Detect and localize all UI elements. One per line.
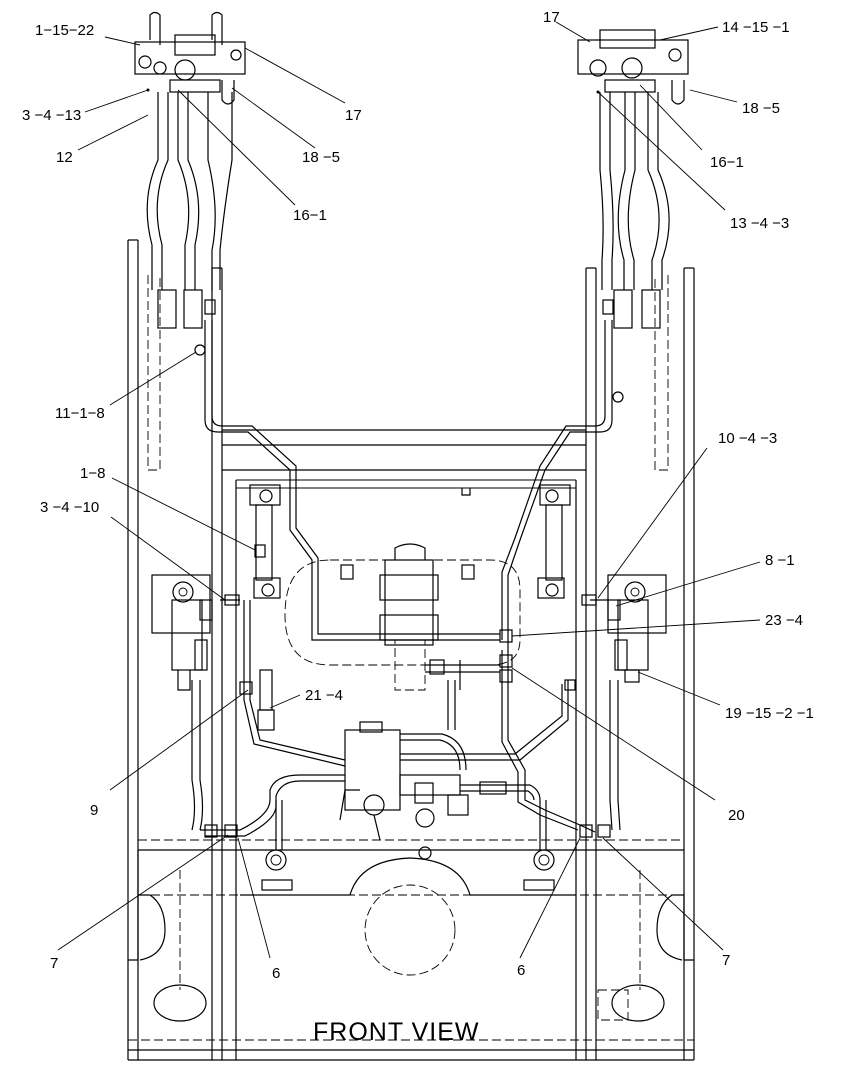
callout-18-5-right: 18 −5 <box>742 100 780 117</box>
hydraulic-lines <box>191 320 621 850</box>
callout-1-8: 1−8 <box>80 465 105 482</box>
callout-3-4-10: 3 −4 −10 <box>40 499 99 516</box>
callout-12: 12 <box>56 149 73 166</box>
callout-13-4-3: 13 −4 −3 <box>730 215 789 232</box>
callout-6-right: 6 <box>517 962 525 979</box>
control-valve-assembly <box>344 721 469 816</box>
right-lift-cylinder <box>537 484 571 599</box>
callout-23-4: 23 −4 <box>765 612 803 629</box>
callout-20: 20 <box>728 807 745 824</box>
right-valve-block <box>607 574 667 683</box>
callout-labels: 1−15−22 3 −4 −13 12 16−1 18 −5 17 17 14 … <box>22 9 814 982</box>
left-lift-cylinder <box>249 484 281 599</box>
callout-17-left: 17 <box>345 107 362 124</box>
callout-14-15-1: 14 −15 −1 <box>722 19 790 36</box>
left-valve-block <box>151 574 213 691</box>
small-fittings <box>194 344 624 838</box>
callout-11-1-8: 11−1−8 <box>55 405 105 422</box>
machine-frame <box>127 239 695 1061</box>
callout-3-4-13: 3 −4 −13 <box>22 107 81 124</box>
callout-8-1: 8 −1 <box>765 552 795 569</box>
callout-1-15-22: 1−15−22 <box>35 22 94 39</box>
callout-10-4-3: 10 −4 −3 <box>718 430 777 447</box>
leader-lines <box>57 21 761 959</box>
callout-7-left: 7 <box>50 955 58 972</box>
callout-16-1-right: 16−1 <box>710 154 744 171</box>
callout-21-4: 21 −4 <box>305 687 343 704</box>
callout-17-right: 17 <box>543 9 560 26</box>
callout-19-15-2-1: 19 −15 −2 −1 <box>725 705 814 722</box>
callout-7-right: 7 <box>722 952 730 969</box>
callout-6-left: 6 <box>272 965 280 982</box>
top-left-fittings <box>134 11 246 329</box>
center-tank <box>284 543 521 691</box>
view-title: FRONT VIEW <box>313 1018 479 1046</box>
top-right-fittings <box>577 29 689 329</box>
callout-16-1-left: 16−1 <box>293 207 327 224</box>
callout-18-5-left: 18 −5 <box>302 149 340 166</box>
callout-9: 9 <box>90 802 98 819</box>
